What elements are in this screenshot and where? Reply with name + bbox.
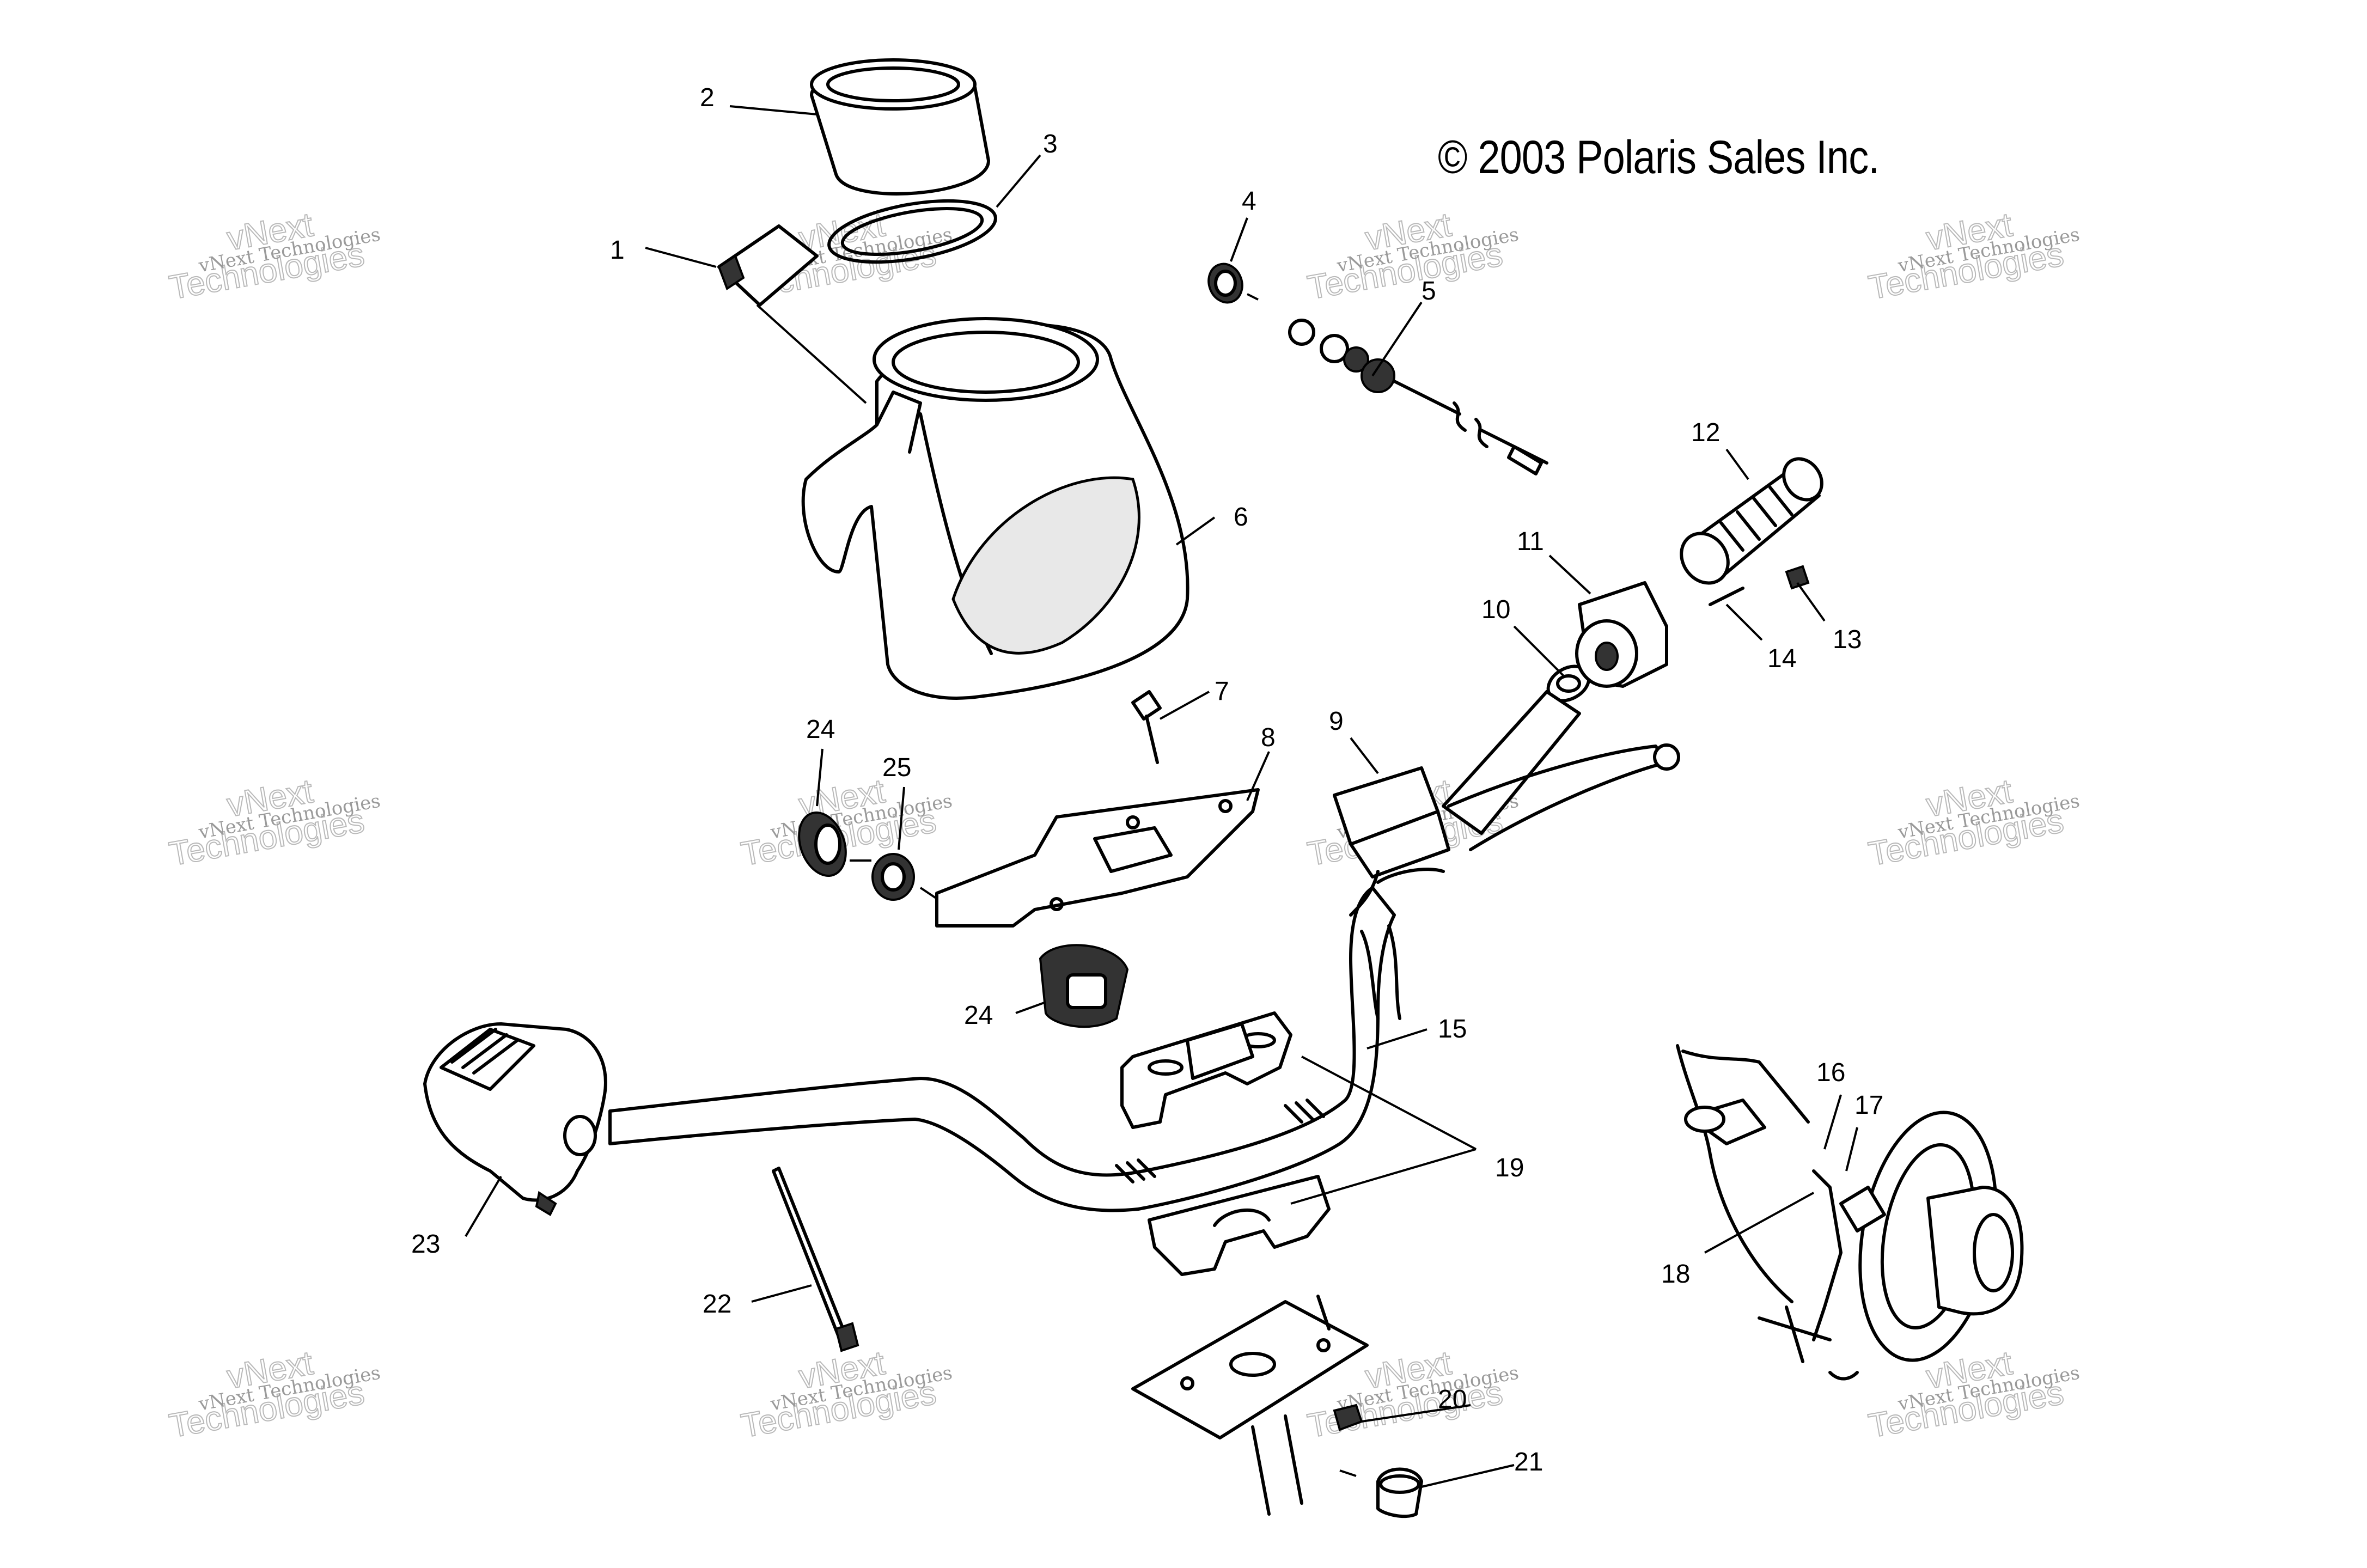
part-2-ring xyxy=(810,58,990,196)
part-13-cap xyxy=(1785,565,1810,590)
part-3-seal xyxy=(827,199,997,264)
steering-plate xyxy=(1131,1295,1369,1516)
part-8-bracket xyxy=(935,788,1260,928)
callout-20: 20 xyxy=(1438,1385,1467,1414)
callout-5: 5 xyxy=(1422,277,1436,306)
watermark: vNext Technologies vNext Technologies xyxy=(1865,772,2082,874)
callout-4: 4 xyxy=(1242,187,1256,216)
brake-lever xyxy=(1447,743,1680,851)
callout-8: 8 xyxy=(1261,723,1276,752)
watermark: vNext Technologies vNext Technologies xyxy=(1304,205,1521,307)
callout-25: 25 xyxy=(882,753,911,782)
callout-15: 15 xyxy=(1438,1015,1467,1044)
grip-tube xyxy=(1442,690,1581,835)
callout-23: 23 xyxy=(411,1230,440,1259)
watermark: vNext Technologies vNext Technologies xyxy=(166,205,382,307)
callout-11: 11 xyxy=(1517,527,1544,556)
part-11-throttle-housing xyxy=(1575,581,1668,688)
callout-24-lower: 24 xyxy=(964,1001,993,1030)
part-19-clamp-upper xyxy=(1120,1011,1292,1129)
watermark: vNext Technologies vNext Technologies xyxy=(166,772,382,874)
part-5-cable xyxy=(1288,319,1548,475)
callout-22: 22 xyxy=(703,1290,731,1319)
callout-9: 9 xyxy=(1329,707,1344,736)
callout-24-upper: 24 xyxy=(806,715,835,744)
part-21-clip xyxy=(1376,1467,1423,1518)
callout-19: 19 xyxy=(1495,1154,1524,1182)
callout-21: 21 xyxy=(1514,1448,1543,1477)
part-24-lower-switch xyxy=(1039,944,1129,1028)
part-19-clamp-lower xyxy=(1148,1175,1331,1276)
part-24-upper-switch xyxy=(798,811,871,877)
callout-7: 7 xyxy=(1215,677,1229,706)
watermark: vNext Technologies vNext Technologies xyxy=(1865,205,2082,307)
part-12-grip xyxy=(1680,457,1823,585)
watermark: vNext Technologies vNext Technologies xyxy=(166,1344,382,1445)
callout-16: 16 xyxy=(1816,1058,1845,1087)
part-9-master-cylinder xyxy=(1333,766,1450,917)
part-20-nut xyxy=(1333,1404,1363,1477)
callout-13: 13 xyxy=(1833,625,1862,654)
part-1-switch xyxy=(717,224,867,404)
callouts: 1 2 3 4 5 6 7 8 9 10 11 12 13 14 15 16 1… xyxy=(411,83,1883,1477)
part-15-handlebar xyxy=(608,868,1445,1212)
part-22-rod xyxy=(772,1167,859,1352)
callout-12: 12 xyxy=(1691,418,1720,447)
part-6-pod-housing xyxy=(801,317,1189,700)
part-25-nut xyxy=(871,853,938,901)
callout-6: 6 xyxy=(1234,503,1248,532)
part-14-screw xyxy=(1709,587,1744,606)
leader-lines xyxy=(465,105,1858,1488)
part-7-bolt xyxy=(1131,690,1162,764)
parts-16-18-inset xyxy=(1676,1044,2024,1381)
callout-1: 1 xyxy=(610,236,625,265)
copyright-notice: © 2003 Polaris Sales Inc. xyxy=(1438,131,1880,184)
callout-17: 17 xyxy=(1854,1091,1883,1120)
part-4-nut xyxy=(1207,263,1259,304)
callout-3: 3 xyxy=(1043,130,1058,158)
callout-18: 18 xyxy=(1661,1260,1690,1289)
callout-2: 2 xyxy=(700,83,715,112)
callout-14: 14 xyxy=(1767,644,1796,673)
part-23-left-control xyxy=(423,1022,607,1216)
callout-10: 10 xyxy=(1481,595,1510,624)
